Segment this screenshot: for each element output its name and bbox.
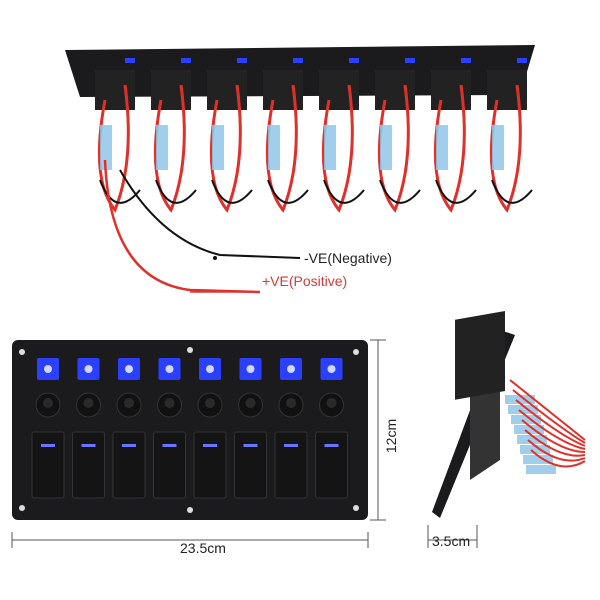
width-dimension-label: 23.5cm bbox=[180, 540, 226, 556]
fuse-holder bbox=[156, 125, 168, 170]
breaker-cap bbox=[326, 398, 337, 408]
side-wire bbox=[515, 399, 586, 447]
ground-wire bbox=[435, 179, 477, 204]
led-glow bbox=[327, 365, 336, 373]
breaker-cap bbox=[205, 398, 215, 408]
led-glow bbox=[84, 365, 93, 373]
rear-led bbox=[181, 58, 191, 63]
rear-led bbox=[461, 58, 471, 63]
side-fuse bbox=[526, 465, 556, 474]
rocker-switch bbox=[234, 431, 267, 499]
rocker-switch bbox=[112, 431, 146, 499]
led-glow bbox=[206, 365, 214, 373]
side-fuse bbox=[511, 415, 541, 424]
side-wire bbox=[518, 409, 586, 450]
side-fuse bbox=[505, 395, 535, 404]
wire bbox=[265, 84, 298, 213]
rocker-switch bbox=[315, 431, 348, 499]
wire bbox=[97, 84, 130, 213]
side-wire bbox=[521, 419, 586, 453]
led-glow bbox=[246, 365, 255, 373]
wire bbox=[433, 84, 466, 213]
side-wire bbox=[524, 429, 586, 457]
led-glow bbox=[125, 365, 133, 373]
rocker-switch bbox=[153, 431, 186, 499]
side-view-panel bbox=[432, 310, 586, 518]
side-fuse bbox=[514, 425, 544, 434]
fuse-holder bbox=[212, 125, 224, 170]
negative-wire bbox=[119, 169, 301, 259]
fuse-holder bbox=[100, 125, 112, 170]
rear-led bbox=[517, 58, 527, 63]
switch-body bbox=[431, 70, 471, 110]
front-panel bbox=[12, 340, 368, 520]
positive-wire bbox=[103, 159, 261, 294]
depth-dimension-label: 3.5cm bbox=[432, 533, 471, 549]
side-fuse bbox=[517, 435, 547, 444]
rocker-switch bbox=[31, 431, 65, 499]
rocker-indicator bbox=[243, 444, 258, 447]
side-fuse bbox=[520, 445, 550, 454]
fuse-holder bbox=[380, 125, 392, 170]
breaker-cap bbox=[245, 398, 256, 408]
breaker-cap bbox=[164, 398, 175, 408]
wire bbox=[153, 84, 186, 213]
fuse-holder bbox=[436, 125, 448, 170]
positive-label: +VE(Positive) bbox=[262, 273, 348, 289]
side-wire bbox=[527, 439, 586, 462]
rocker-indicator bbox=[41, 444, 55, 447]
wire bbox=[377, 84, 410, 213]
rear-led bbox=[349, 58, 359, 63]
rocker-indicator bbox=[162, 444, 177, 447]
rear-view-panel bbox=[65, 45, 535, 294]
ground-wire bbox=[491, 179, 533, 204]
height-dimension-label: 12cm bbox=[383, 418, 400, 454]
switch-body bbox=[375, 70, 415, 110]
switch-body bbox=[263, 70, 303, 110]
rocker-switch bbox=[72, 431, 105, 499]
rocker-switch bbox=[274, 431, 308, 499]
rocker-indicator bbox=[122, 444, 136, 447]
switch-body bbox=[151, 70, 191, 110]
rear-led bbox=[293, 58, 303, 63]
switch-body bbox=[487, 70, 527, 110]
rear-led bbox=[237, 58, 247, 63]
side-wire bbox=[530, 449, 586, 468]
rear-led bbox=[125, 58, 135, 63]
rocker-indicator bbox=[324, 444, 339, 447]
led-glow bbox=[287, 365, 295, 373]
side-fuse bbox=[523, 455, 553, 464]
breaker-cap bbox=[124, 398, 134, 408]
fuse-holder bbox=[492, 125, 504, 170]
ground-wire bbox=[211, 179, 253, 204]
breaker-cap bbox=[43, 398, 53, 408]
fuse-holder bbox=[268, 125, 280, 170]
wire bbox=[489, 84, 522, 213]
rear-led bbox=[405, 58, 415, 63]
negative-label: -VE(Negative) bbox=[304, 250, 392, 266]
rocker-indicator bbox=[81, 444, 96, 447]
wire bbox=[209, 84, 242, 213]
ground-wire bbox=[323, 179, 365, 204]
switch-body bbox=[319, 70, 359, 110]
side-wire bbox=[512, 389, 586, 444]
wire bbox=[321, 84, 354, 213]
rocker-indicator bbox=[284, 444, 298, 447]
ground-wire bbox=[267, 179, 309, 204]
switch-body bbox=[207, 70, 247, 110]
side-fuse bbox=[508, 405, 538, 414]
breaker-cap bbox=[286, 398, 296, 408]
switch-body bbox=[95, 70, 135, 110]
dimension-lines bbox=[11, 339, 478, 548]
ground-wire bbox=[155, 179, 197, 204]
fuse-holder bbox=[324, 125, 336, 170]
led-glow bbox=[165, 365, 174, 373]
breaker-cap bbox=[83, 398, 94, 408]
side-wire bbox=[509, 379, 586, 441]
rocker-switch bbox=[193, 431, 227, 499]
led-glow bbox=[44, 365, 52, 373]
rocker-indicator bbox=[203, 444, 217, 447]
ground-wire bbox=[379, 179, 421, 204]
